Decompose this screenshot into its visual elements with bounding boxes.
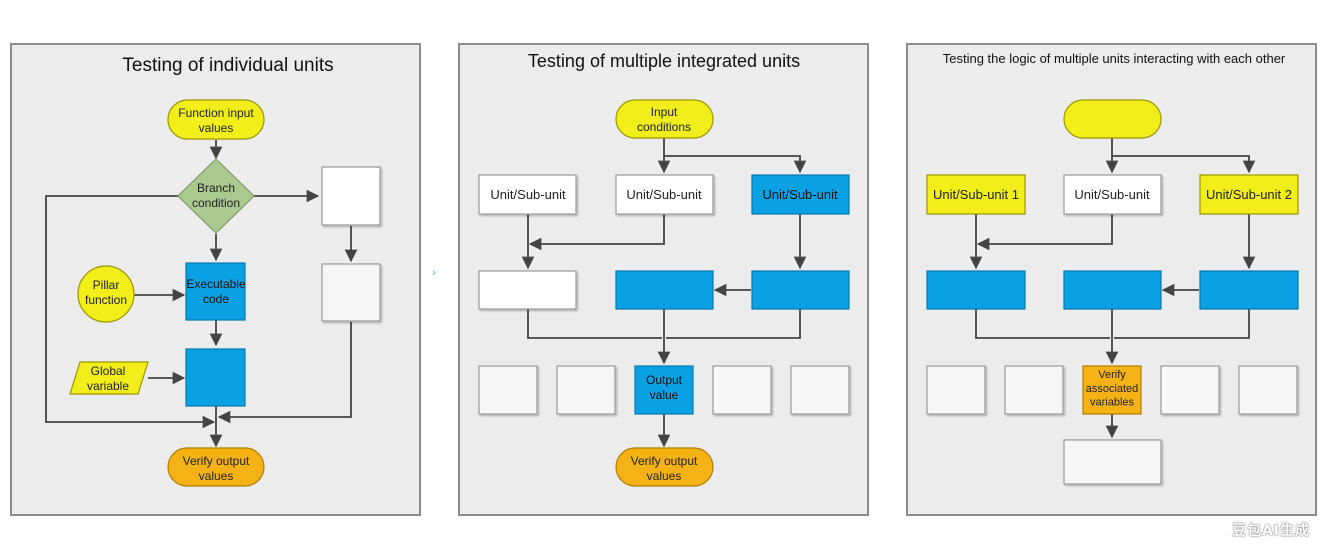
unit-box-1-label: Unit/Sub-unit 1 [933, 187, 1019, 202]
blue-process-box [751, 270, 850, 310]
code-block-box [185, 348, 246, 407]
empty-box [321, 263, 381, 322]
unit-box-2 [1199, 174, 1299, 215]
verify-associated-variables-box [1082, 365, 1142, 415]
blue-process-box [615, 270, 714, 310]
blue-process-box [1063, 270, 1162, 310]
unit-box-2-label: Unit/Sub-unit 2 [1206, 187, 1292, 202]
pillar-function-node [77, 265, 135, 323]
verify-output-terminal [615, 447, 714, 487]
unit-box-right-label: Unit/Sub-unit [762, 187, 838, 202]
unit-box-middle [615, 174, 714, 215]
empty-box [1238, 365, 1298, 415]
unit-box-left [478, 174, 577, 215]
output-value-box [634, 365, 694, 415]
unit-box-right [751, 174, 850, 215]
global-variable-node [69, 361, 149, 395]
panel-title: Testing the logic of multiple units inte… [943, 51, 1286, 66]
empty-box [556, 365, 616, 415]
executable-code-box [185, 262, 246, 321]
connectors [45, 140, 358, 448]
end-terminal [167, 447, 265, 487]
empty-box [478, 365, 538, 415]
empty-box [478, 270, 577, 310]
panel-integrated-units: Testing of multiple integrated units Inp… [458, 43, 869, 516]
unit-box-middle [1063, 174, 1162, 215]
empty-box [790, 365, 850, 415]
connectors [969, 138, 1256, 439]
start-terminal [167, 99, 265, 140]
empty-box [321, 166, 381, 226]
empty-box [712, 365, 772, 415]
panel-title: Testing of individual units [122, 55, 333, 76]
empty-box [926, 365, 986, 415]
unit-box-1 [926, 174, 1026, 215]
chevron-right-icon: › [432, 265, 436, 279]
start-terminal [1063, 99, 1162, 139]
unit-box-middle-label: Unit/Sub-unit [626, 187, 702, 202]
connectors [521, 138, 807, 448]
unit-box-left-label: Unit/Sub-unit [490, 187, 566, 202]
panel-individual-units: Testing of individual units Function inp… [10, 43, 421, 516]
watermark: 豆包AI生成 [1231, 523, 1310, 539]
blue-process-box [1199, 270, 1299, 310]
empty-box [1160, 365, 1220, 415]
panel-title: Testing of multiple integrated units [528, 51, 800, 71]
blue-process-box [926, 270, 1026, 310]
empty-box [1063, 439, 1162, 485]
input-conditions-terminal [615, 99, 714, 139]
branch-decision [177, 158, 255, 234]
unit-box-middle-label: Unit/Sub-unit [1074, 187, 1150, 202]
panel-interacting-units: Testing the logic of multiple units inte… [906, 43, 1317, 516]
empty-box [1004, 365, 1064, 415]
